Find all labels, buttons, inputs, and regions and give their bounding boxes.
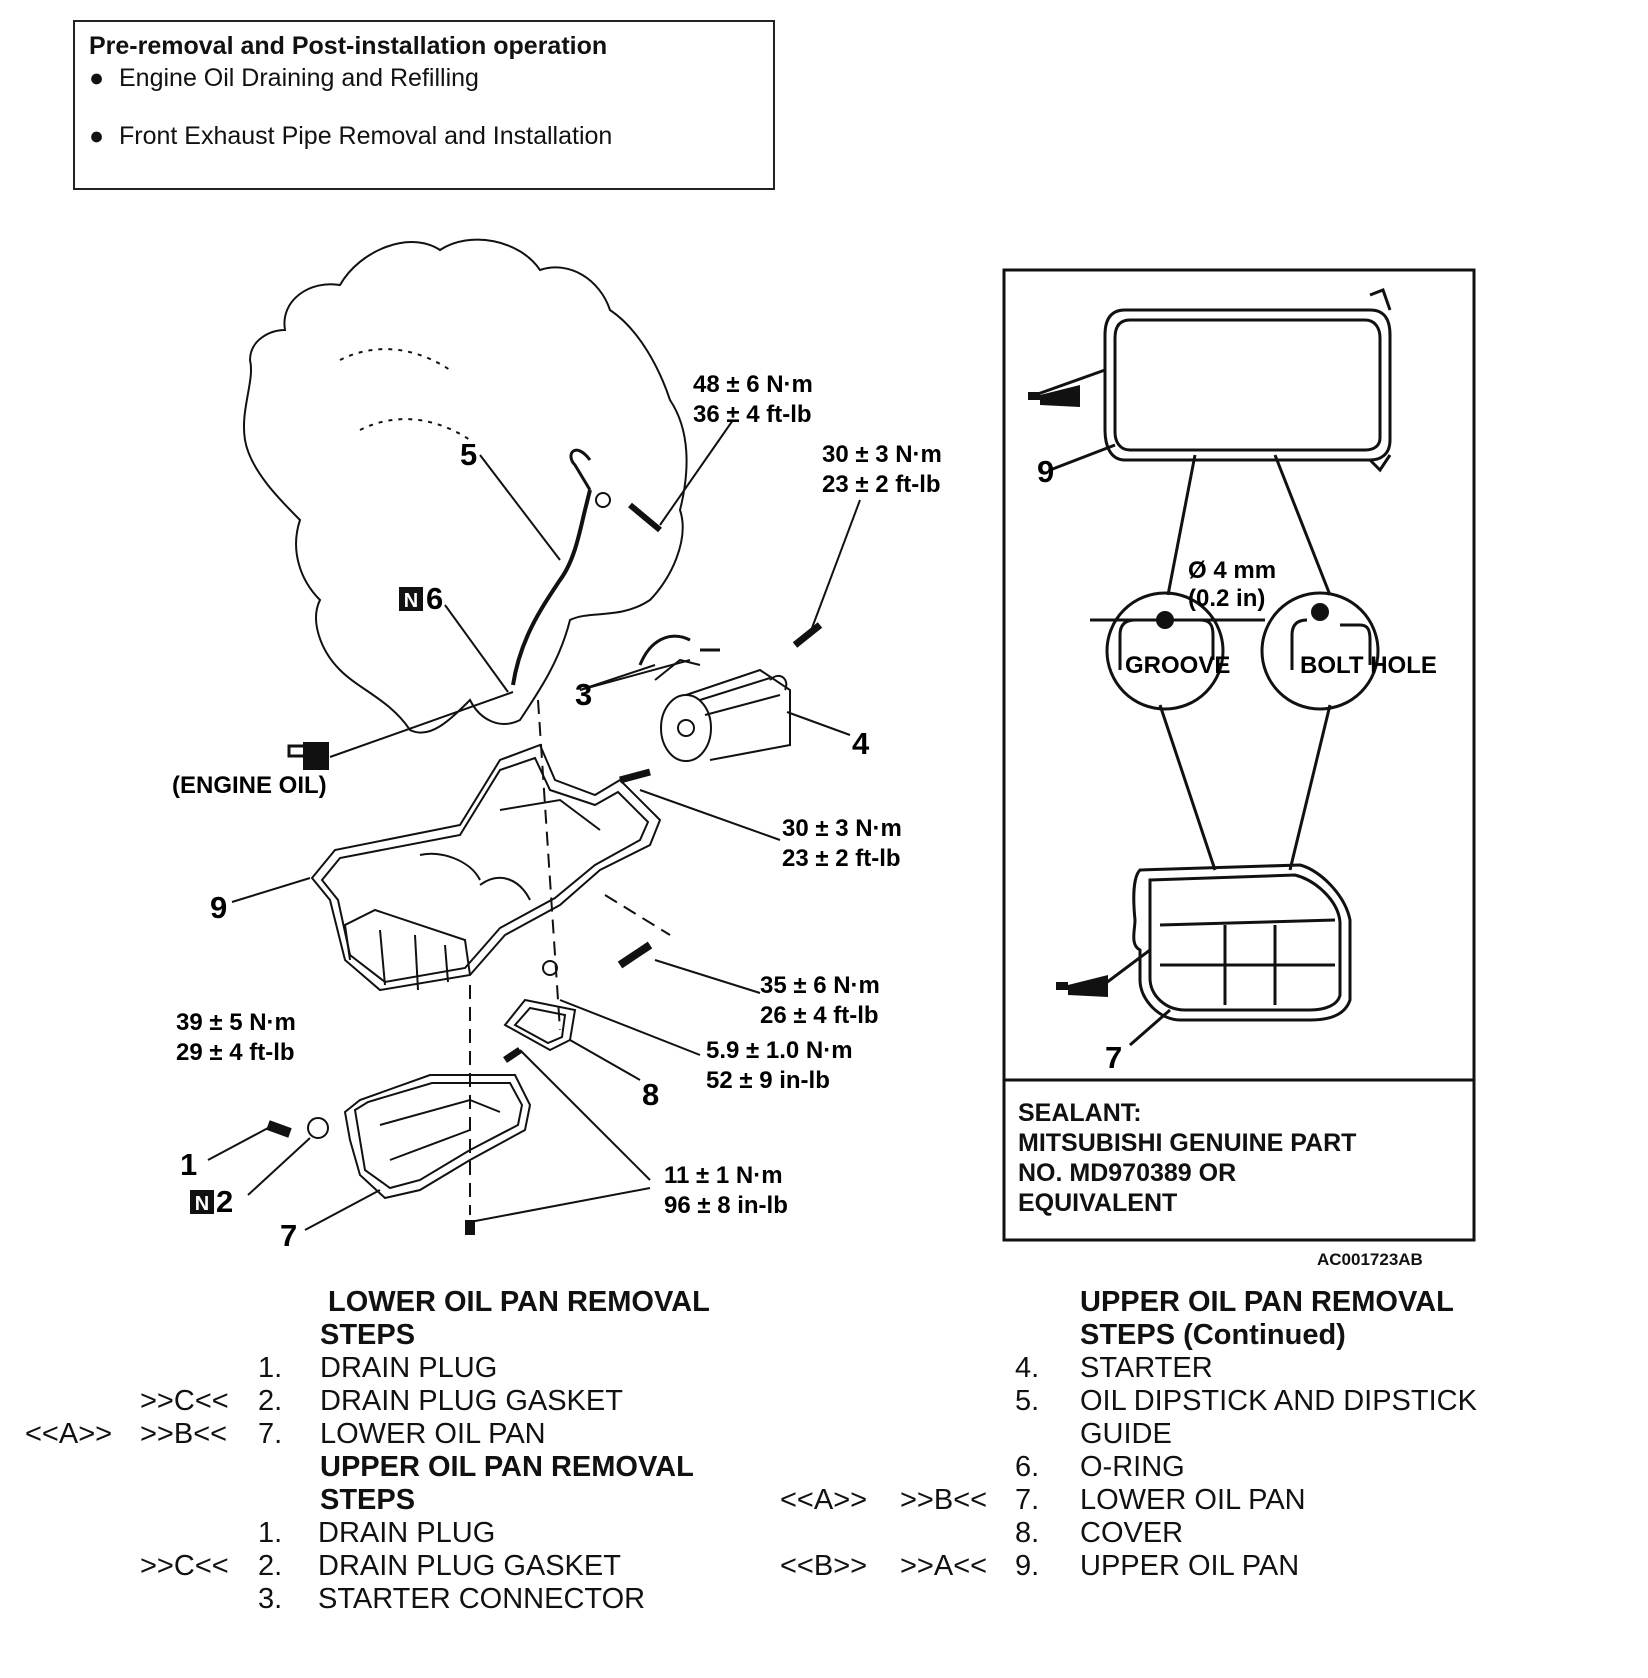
sealant-note: SEALANT: MITSUBISHI GENUINE PART NO. MD9… [1018,1099,1357,1217]
step-row: 4. STARTER [1015,1352,1213,1384]
callout-9: 9 [210,890,227,925]
figure-reference: AC001723AB [1317,1250,1423,1269]
new-part-mark: N [195,1193,209,1215]
sealant-tube-icon [1028,385,1080,407]
step-row: <<B>> >>A<< 9. UPPER OIL PAN [780,1550,1300,1582]
callout-9-detail: 9 [1037,454,1054,489]
pre-operation-item: ●Front Exhaust Pipe Removal and Installa… [89,122,613,150]
groove-label: GROOVE [1125,652,1230,679]
callout-7: 7 [280,1218,297,1253]
step-row: 1. DRAIN PLUG [258,1352,498,1384]
diameter-inch-label: (0.2 in) [1188,585,1265,612]
callout-8: 8 [642,1077,659,1112]
step-row: 1. DRAIN PLUG [258,1517,496,1549]
new-part-mark: N [404,590,418,612]
cover-plate [503,960,577,1052]
torque-label: 48 ± 6 N·m [693,371,813,398]
starter-connector [638,634,691,666]
pre-operation-box: Pre-removal and Post-installation operat… [73,20,775,190]
step-row: >>C<< 2. DRAIN PLUG GASKET [140,1385,623,1417]
callout-5: 5 [460,437,477,472]
torque-label: 35 ± 6 N·m [760,972,880,999]
callout-2: 2 [216,1184,233,1219]
torque-label: 5.9 ± 1.0 N·m [706,1037,853,1064]
engine-oil-label: (ENGINE OIL) [172,772,327,799]
dipstick-handle [569,448,592,491]
callout-6: 6 [426,581,443,616]
torque-label: 30 ± 3 N·m [782,815,902,842]
upper-oil-pan-steps-continued: UPPER OIL PAN REMOVAL STEPS (Continued) … [760,1286,1640,1583]
bullet-icon: ● [89,64,105,92]
bullet-icon: ● [89,122,105,150]
step-row: 5. OIL DIPSTICK AND DIPSTICK [1015,1385,1477,1417]
sealant-detail-box: 9 7 Ø 4 mm (0.2 in) GROOVE BOLT HOLE [1002,268,1476,1242]
starter-bolt [619,768,651,784]
starter-bolt [792,622,823,648]
torque-label: 52 ± 9 in-lb [706,1067,830,1094]
dipstick-guide [511,489,592,686]
diameter-label: Ø 4 mm [1188,557,1276,584]
pre-operation-title: Pre-removal and Post-installation operat… [89,32,608,60]
upper-oil-pan [310,743,662,992]
torque-label: 11 ± 1 N·m [664,1162,783,1189]
oil-can-icon [287,742,329,770]
step-row: 8. COVER [1015,1517,1184,1549]
step-row: >>C<< 2. DRAIN PLUG GASKET [140,1550,621,1582]
step-row: <<A>> >>B<< 7. LOWER OIL PAN [780,1484,1306,1516]
lower-oil-pan [343,1074,532,1200]
starter-motor [660,668,791,762]
callout-1: 1 [180,1147,197,1182]
groove-detail-circle [1105,591,1225,711]
step-row: GUIDE [1080,1418,1172,1450]
callout-4: 4 [852,726,870,761]
drain-plug-gasket [307,1117,329,1139]
torque-label: 96 ± 8 in-lb [664,1192,788,1219]
torque-label: 30 ± 3 N·m [822,441,942,468]
torque-label: 39 ± 5 N·m [176,1009,296,1036]
torque-label: 23 ± 2 ft-lb [822,471,941,498]
callout-3: 3 [575,677,592,712]
pre-operation-item: ●Engine Oil Draining and Refilling [89,64,479,92]
pan-bolt [617,941,653,969]
callout-7-detail: 7 [1105,1040,1122,1075]
lower-oil-pan-steps: LOWER OIL PAN REMOVAL STEPS 1. DRAIN PLU… [0,1286,760,1616]
dipstick-bolt [628,502,662,533]
upper-pan-gasket-outline [1103,308,1392,462]
bolt-hole-detail-circle [1260,591,1380,711]
sealant-tube-icon [1056,975,1108,997]
torque-label: 26 ± 4 ft-lb [760,1002,879,1029]
bolt-hole-label: BOLT HOLE [1300,652,1437,679]
engine-block-outline [243,238,688,734]
lower-pan-gasket-outline [1132,863,1352,1022]
step-row: 3. STARTER CONNECTOR [258,1583,646,1615]
drain-plug [266,1120,292,1138]
torque-label: 29 ± 4 ft-lb [176,1039,295,1066]
torque-label: 23 ± 2 ft-lb [782,845,901,872]
step-row: <<A>> >>B<< 7. LOWER OIL PAN [25,1418,546,1450]
lower-pan-bolt [503,1047,522,1063]
step-row: 6. O-RING [1015,1451,1185,1483]
oil-pan-exploded-diagram: N N 48 ± 6 N·m 36 ± 4 ft-lb 30 ± 3 N·m 2… [172,238,1476,1253]
torque-label: 36 ± 4 ft-lb [693,401,812,428]
